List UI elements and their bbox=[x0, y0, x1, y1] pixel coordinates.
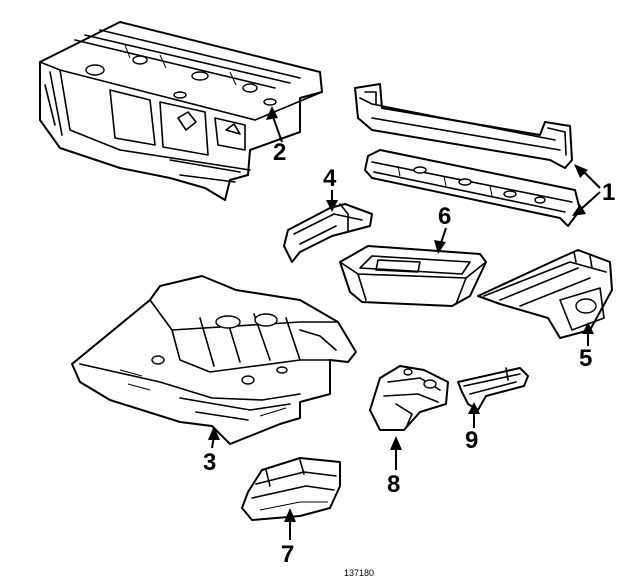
side-rail-icon[interactable] bbox=[477, 249, 613, 339]
callout-2: 2 bbox=[266, 106, 286, 166]
bracket-icon[interactable] bbox=[369, 365, 449, 431]
side-rail-icon[interactable] bbox=[241, 457, 341, 521]
callout-7: 7 bbox=[281, 508, 296, 568]
callout-6: 6 bbox=[434, 203, 451, 254]
spare-tire-well-icon[interactable] bbox=[339, 245, 487, 307]
callout-4: 4 bbox=[323, 165, 338, 212]
callout-label-8: 8 bbox=[387, 471, 400, 498]
callout-label-7: 7 bbox=[281, 541, 294, 568]
callout-label-1: 1 bbox=[602, 179, 615, 206]
callout-3: 3 bbox=[203, 426, 220, 476]
callout-8: 8 bbox=[387, 436, 402, 498]
rear-crossmember-icon[interactable] bbox=[354, 83, 581, 227]
callout-label-2: 2 bbox=[273, 139, 286, 166]
callout-label-4: 4 bbox=[323, 165, 337, 192]
callout-9: 9 bbox=[465, 402, 480, 454]
floor-pan-icon[interactable] bbox=[71, 275, 357, 445]
callout-label-6: 6 bbox=[438, 203, 451, 230]
callout-5: 5 bbox=[579, 322, 594, 372]
callout-1: 1 bbox=[572, 164, 615, 216]
callout-label-9: 9 bbox=[465, 427, 478, 454]
bracket-icon[interactable] bbox=[283, 203, 373, 263]
rear-body-panel-icon[interactable] bbox=[39, 21, 323, 201]
side-rail-icon[interactable] bbox=[457, 367, 529, 411]
callout-label-5: 5 bbox=[579, 345, 592, 372]
callout-label-3: 3 bbox=[203, 449, 216, 476]
drawing-number: 137180 bbox=[344, 568, 374, 578]
